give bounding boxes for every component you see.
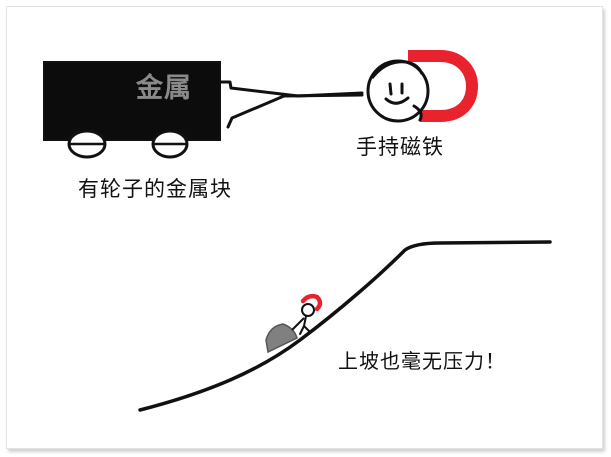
small-magnet-icon [300,293,323,312]
pull-rope-lower [226,93,364,129]
metal-cart-body [43,61,221,141]
magnet-caption: 手持磁铁 [356,135,444,159]
hill-caption: 上坡也毫无压力！ [338,349,506,373]
cart-caption: 有轮子的金属块 [78,177,232,201]
magnet-icon [408,50,478,122]
cart-word: 金属 [136,73,192,104]
small-metal-cart [265,323,298,354]
small-person-head [301,303,315,317]
hill-slope [138,240,552,412]
